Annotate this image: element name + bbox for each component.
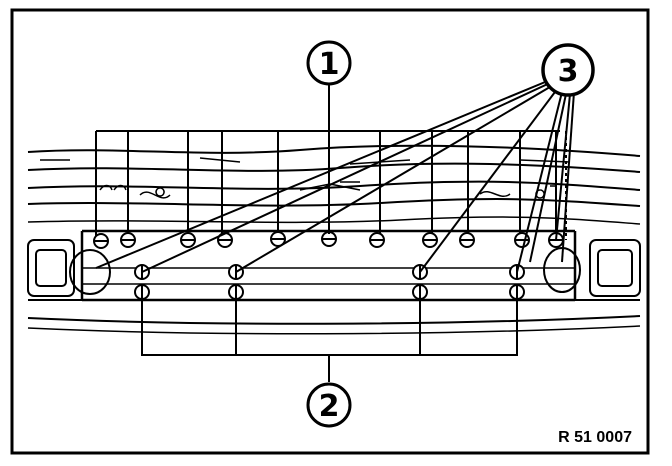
- callout-2-label: 2: [319, 389, 340, 424]
- callout-3-label: 3: [558, 54, 579, 89]
- leader-lines-3: [95, 79, 575, 273]
- callout-2: 2: [306, 382, 352, 428]
- reference-code: R 51 0007: [558, 429, 632, 446]
- callout-1: 1: [306, 40, 352, 86]
- leader-lines-2: [141, 299, 518, 382]
- lower-carrier: [27, 299, 641, 335]
- callout-3: 3: [541, 43, 595, 97]
- right-end-mount: [543, 239, 641, 297]
- top-trim-panel: [27, 144, 641, 225]
- lower-fastener-row: [134, 284, 525, 300]
- clip-marks: [99, 181, 556, 199]
- left-end-mount: [27, 239, 111, 297]
- callout-1-label: 1: [319, 47, 340, 82]
